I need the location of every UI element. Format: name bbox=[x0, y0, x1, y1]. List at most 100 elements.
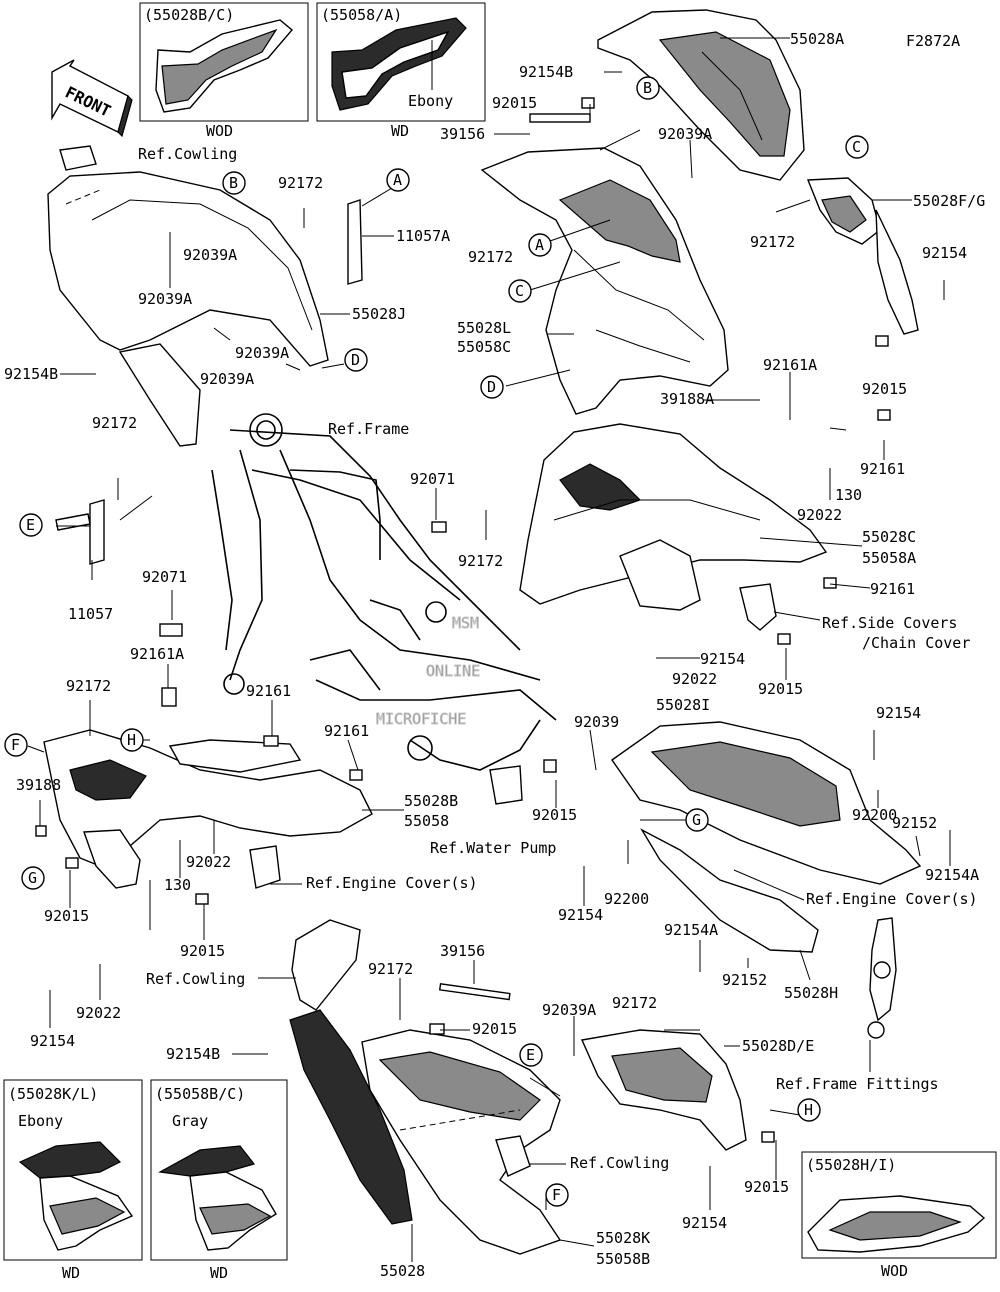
label-92015-top: 92015 bbox=[492, 94, 537, 112]
label-130-l: 130 bbox=[164, 876, 191, 894]
inset-tl1-caption: WOD bbox=[206, 122, 233, 140]
label-92039A-l2b: 92039A bbox=[200, 370, 254, 388]
label-92015-b2: 92015 bbox=[744, 1178, 789, 1196]
label-ref-cowling-bot: Ref.Cowling bbox=[146, 970, 245, 988]
front-arrow-icon: FRONT bbox=[51, 59, 133, 138]
label-92039A-l1b: 92039A bbox=[138, 290, 192, 308]
label-ref-water-pump: Ref.Water Pump bbox=[430, 839, 556, 857]
label-92161-r: 92161 bbox=[860, 460, 905, 478]
label-39156-bot: 39156 bbox=[440, 942, 485, 960]
label-92154A-c: 92154A bbox=[664, 921, 718, 939]
callout-A-1: A bbox=[386, 168, 410, 192]
label-ref-chain-cover: /Chain Cover bbox=[862, 634, 970, 652]
label-55028J: 55028J bbox=[352, 305, 406, 323]
label-92154-mid: 92154 bbox=[700, 650, 745, 668]
label-92161-r2: 92161 bbox=[870, 580, 915, 598]
inset-bl2-caption: WD bbox=[210, 1264, 228, 1282]
label-92154-tr: 92154 bbox=[922, 244, 967, 262]
label-92071-left: 92071 bbox=[142, 568, 187, 586]
inset-tl2-color: Ebony bbox=[408, 92, 453, 110]
label-92015-l2: 92015 bbox=[180, 942, 225, 960]
callout-H-2: H bbox=[797, 1098, 821, 1122]
callout-G-1: G bbox=[21, 866, 45, 890]
label-92154-bl: 92154 bbox=[30, 1032, 75, 1050]
inset-tl2: (55058/A) Ebony WD bbox=[316, 2, 486, 140]
inset-tl1-code: (55028B/C) bbox=[144, 6, 234, 24]
label-92172-c: 92172 bbox=[458, 552, 503, 570]
label-39156-top: 39156 bbox=[440, 125, 485, 143]
label-55028K: 55028K bbox=[596, 1229, 650, 1247]
callout-G-1-letter: G bbox=[28, 869, 37, 887]
callout-D-1-letter: D bbox=[351, 351, 360, 369]
label-55058C: 55058C bbox=[457, 338, 511, 356]
part-55028 bbox=[289, 919, 413, 1225]
figure-id: F2872A bbox=[906, 32, 960, 50]
inset-bl2-color: Gray bbox=[172, 1112, 208, 1130]
leader-lines bbox=[27, 37, 951, 1262]
callout-D-2-letter: D bbox=[487, 378, 496, 396]
part-55028J bbox=[47, 171, 329, 447]
callout-E-2: E bbox=[519, 1043, 543, 1067]
label-ref-side-covers: Ref.Side Covers bbox=[822, 614, 957, 632]
callout-E-2-letter: E bbox=[526, 1046, 535, 1064]
label-92154B-left: 92154B bbox=[4, 365, 58, 383]
callout-circles: A A B B C C D D E E F F G G H H bbox=[4, 76, 869, 1207]
ref-frame-drawing bbox=[211, 413, 557, 771]
label-92172-a: 92172 bbox=[278, 174, 323, 192]
callout-H-2-letter: H bbox=[804, 1101, 813, 1119]
label-92161A-left: 92161A bbox=[130, 645, 184, 663]
label-92161A-top: 92161A bbox=[763, 356, 817, 374]
label-55028: 55028 bbox=[380, 1262, 425, 1280]
part-frame-fittings bbox=[867, 917, 897, 1039]
callout-D-1: D bbox=[344, 348, 368, 372]
callout-G-2: G bbox=[685, 808, 709, 832]
part-labels: 55028A 92154B 92015 39156 92039A 55028F/… bbox=[4, 30, 985, 1280]
label-92022-l: 92022 bbox=[186, 853, 231, 871]
label-55058: 55058 bbox=[404, 812, 449, 830]
label-92039A-top: 92039A bbox=[658, 125, 712, 143]
callout-F-2-letter: F bbox=[552, 1186, 561, 1204]
label-55028FG: 55028F/G bbox=[913, 192, 985, 210]
part-55028A bbox=[597, 9, 805, 181]
callout-H-1: H bbox=[120, 728, 144, 752]
callout-F-1: F bbox=[4, 733, 28, 757]
part-55028DE bbox=[580, 1029, 747, 1151]
watermark-line-3: MICROFICHE bbox=[376, 710, 466, 728]
label-92172-b: 92172 bbox=[368, 960, 413, 978]
inset-bl1-code: (55028K/L) bbox=[8, 1085, 98, 1103]
label-ref-frame: Ref.Frame bbox=[328, 420, 409, 438]
label-55028C: 55028C bbox=[862, 528, 916, 546]
label-11057: 11057 bbox=[68, 605, 113, 623]
label-ref-cowling-top: Ref.Cowling bbox=[138, 145, 237, 163]
inset-tl2-code: (55058/A) bbox=[321, 6, 402, 24]
label-55028I: 55028I bbox=[656, 696, 710, 714]
label-92039A-b: 92039A bbox=[542, 1001, 596, 1019]
label-92015-r: 92015 bbox=[862, 380, 907, 398]
inset-bl1-caption: WD bbox=[62, 1264, 80, 1282]
callout-F-2: F bbox=[545, 1183, 569, 1207]
label-92200-c: 92200 bbox=[604, 890, 649, 908]
label-130-r: 130 bbox=[835, 486, 862, 504]
label-ref-cowling-b2: Ref.Cowling bbox=[570, 1154, 669, 1172]
part-55028K bbox=[361, 1029, 562, 1255]
callout-E-1: E bbox=[19, 513, 43, 537]
part-55028L bbox=[480, 147, 729, 415]
label-ref-frame-fittings: Ref.Frame Fittings bbox=[776, 1075, 939, 1093]
label-92154-b2: 92154 bbox=[682, 1214, 727, 1232]
label-92071-mid: 92071 bbox=[410, 470, 455, 488]
callout-D-2: D bbox=[480, 375, 504, 399]
label-92161-l2: 92161 bbox=[324, 722, 369, 740]
label-92015-c: 92015 bbox=[532, 806, 577, 824]
callout-C-2-letter: C bbox=[515, 282, 524, 300]
callout-B-2: B bbox=[222, 171, 246, 195]
callout-B-2-letter: B bbox=[229, 174, 238, 192]
watermark-line-2: ONLINE bbox=[426, 662, 480, 680]
label-92154B-bot: 92154B bbox=[166, 1045, 220, 1063]
label-92039A-l1a: 92039A bbox=[183, 246, 237, 264]
label-55028A: 55028A bbox=[790, 30, 844, 48]
label-92172-tr: 92172 bbox=[750, 233, 795, 251]
label-92200-r: 92200 bbox=[852, 806, 897, 824]
callout-H-1-letter: H bbox=[127, 731, 136, 749]
inset-bl2: (55058B/C) Gray WD bbox=[150, 1079, 288, 1282]
